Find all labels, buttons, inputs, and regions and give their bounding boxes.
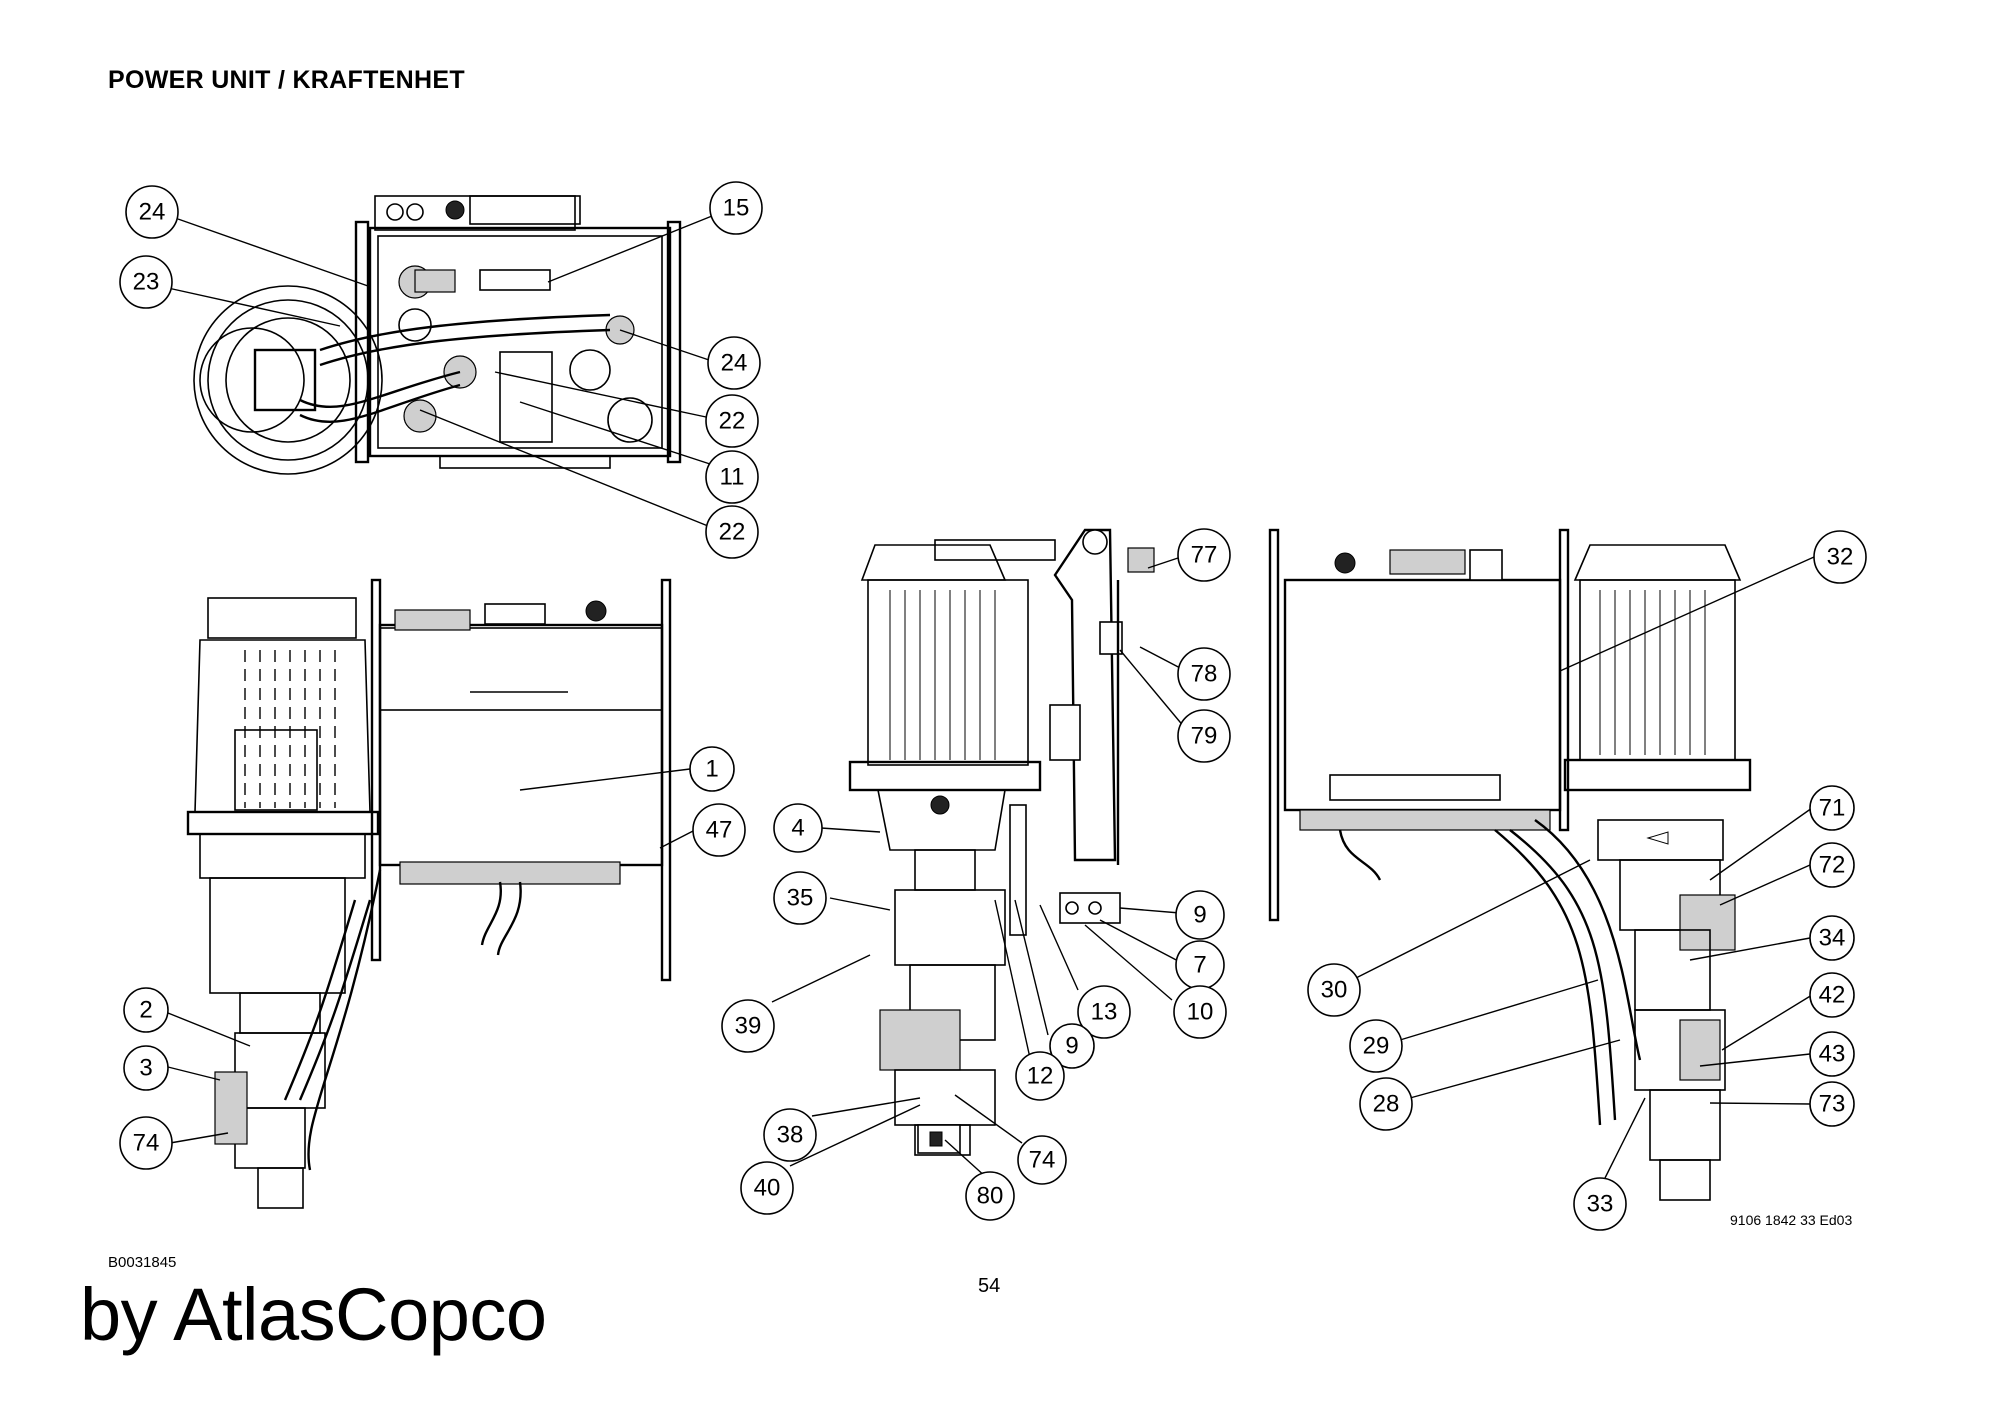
callout-24-right: 24 bbox=[707, 336, 761, 390]
callout-10: 10 bbox=[1173, 985, 1227, 1039]
callout-39: 39 bbox=[721, 999, 775, 1053]
callout-73: 73 bbox=[1809, 1081, 1855, 1127]
svg-text:2: 2 bbox=[139, 997, 152, 1024]
callout-23: 23 bbox=[119, 255, 173, 309]
callout-4: 4 bbox=[773, 803, 823, 853]
callout-24-top: 24 bbox=[125, 185, 179, 239]
svg-text:10: 10 bbox=[1187, 999, 1214, 1026]
svg-text:23: 23 bbox=[133, 269, 160, 296]
callout-9-right: 9 bbox=[1175, 890, 1225, 940]
svg-text:47: 47 bbox=[706, 817, 733, 844]
svg-text:22: 22 bbox=[719, 519, 746, 546]
svg-text:42: 42 bbox=[1819, 982, 1846, 1009]
svg-text:24: 24 bbox=[139, 199, 166, 226]
callout-7: 7 bbox=[1175, 940, 1225, 990]
svg-text:3: 3 bbox=[139, 1055, 152, 1082]
callout-15: 15 bbox=[709, 181, 763, 235]
callout-22-lower: 22 bbox=[705, 505, 759, 559]
page-number: 54 bbox=[978, 1275, 1001, 1297]
callout-2: 2 bbox=[123, 987, 169, 1033]
svg-text:11: 11 bbox=[720, 464, 745, 491]
callout-13: 13 bbox=[1077, 985, 1131, 1039]
callout-42: 42 bbox=[1809, 972, 1855, 1018]
svg-text:79: 79 bbox=[1191, 723, 1218, 750]
callout-35: 35 bbox=[773, 871, 827, 925]
callout-32: 32 bbox=[1813, 530, 1867, 584]
callout-29: 29 bbox=[1349, 1019, 1403, 1073]
svg-text:13: 13 bbox=[1091, 999, 1118, 1026]
svg-text:12: 12 bbox=[1027, 1063, 1054, 1090]
svg-text:77: 77 bbox=[1191, 542, 1218, 569]
top-view-drawing bbox=[193, 195, 682, 475]
svg-text:73: 73 bbox=[1819, 1091, 1846, 1118]
brand-label: by AtlasCopco bbox=[80, 1273, 547, 1356]
callout-43: 43 bbox=[1809, 1031, 1855, 1077]
svg-text:22: 22 bbox=[719, 408, 746, 435]
callout-77: 77 bbox=[1177, 528, 1231, 582]
svg-text:9: 9 bbox=[1065, 1033, 1078, 1060]
svg-text:32: 32 bbox=[1827, 544, 1854, 571]
callout-12: 12 bbox=[1015, 1051, 1065, 1101]
svg-text:15: 15 bbox=[723, 195, 750, 222]
callout-72: 72 bbox=[1809, 842, 1855, 888]
document-number: B0031845 bbox=[108, 1254, 177, 1271]
callout-71: 71 bbox=[1809, 785, 1855, 831]
callout-11: 11 bbox=[705, 450, 759, 504]
callout-30: 30 bbox=[1307, 963, 1361, 1017]
rear-view-drawing bbox=[1268, 528, 1752, 1201]
leader-lines bbox=[167, 215, 1815, 1179]
svg-text:7: 7 bbox=[1193, 952, 1206, 979]
callout-33: 33 bbox=[1573, 1177, 1627, 1231]
callout-80: 80 bbox=[965, 1171, 1015, 1221]
svg-text:78: 78 bbox=[1191, 661, 1218, 688]
svg-text:71: 71 bbox=[1819, 795, 1846, 822]
svg-text:4: 4 bbox=[791, 815, 804, 842]
svg-text:80: 80 bbox=[977, 1183, 1004, 1210]
svg-text:72: 72 bbox=[1819, 852, 1846, 879]
edition-label: 9106 1842 33 Ed03 bbox=[1730, 1212, 1853, 1228]
callout-38: 38 bbox=[763, 1108, 817, 1162]
svg-text:74: 74 bbox=[133, 1130, 160, 1157]
callout-40: 40 bbox=[740, 1161, 794, 1215]
callout-9-lower: 9 bbox=[1049, 1023, 1095, 1069]
front-view-drawing bbox=[186, 578, 672, 1209]
svg-text:38: 38 bbox=[777, 1122, 804, 1149]
callout-1: 1 bbox=[689, 746, 735, 792]
svg-text:9: 9 bbox=[1193, 902, 1206, 929]
page-title: POWER UNIT / KRAFTENHET bbox=[108, 66, 465, 94]
svg-text:33: 33 bbox=[1587, 1191, 1614, 1218]
svg-text:39: 39 bbox=[735, 1013, 762, 1040]
svg-text:24: 24 bbox=[721, 350, 748, 377]
callout-22-upper: 22 bbox=[705, 394, 759, 448]
callout-74-front: 74 bbox=[119, 1116, 173, 1170]
callout-47: 47 bbox=[692, 803, 746, 857]
svg-text:40: 40 bbox=[754, 1175, 781, 1202]
callout-74-side: 74 bbox=[1017, 1135, 1067, 1185]
svg-text:1: 1 bbox=[705, 756, 718, 783]
svg-text:35: 35 bbox=[787, 885, 814, 912]
svg-text:29: 29 bbox=[1363, 1033, 1390, 1060]
svg-text:43: 43 bbox=[1819, 1041, 1846, 1068]
callout-79: 79 bbox=[1177, 709, 1231, 763]
callout-34: 34 bbox=[1809, 915, 1855, 961]
callout-78: 78 bbox=[1177, 647, 1231, 701]
svg-text:28: 28 bbox=[1373, 1091, 1400, 1118]
callout-3: 3 bbox=[123, 1045, 169, 1091]
callout-28: 28 bbox=[1359, 1077, 1413, 1131]
svg-text:30: 30 bbox=[1321, 977, 1348, 1004]
side-view-drawing bbox=[848, 528, 1155, 1156]
svg-text:34: 34 bbox=[1819, 925, 1846, 952]
svg-text:74: 74 bbox=[1029, 1147, 1056, 1174]
